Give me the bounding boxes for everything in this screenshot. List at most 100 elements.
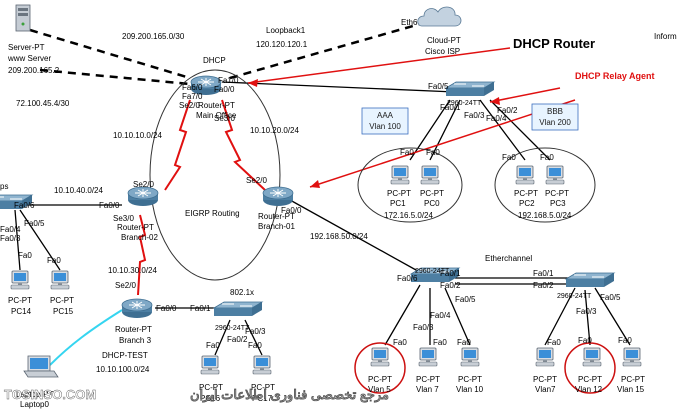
pc0-name: PC0 xyxy=(424,199,440,208)
pc-vlan5-type: PC-PT xyxy=(368,375,392,384)
port-label: Fa0/0 xyxy=(156,304,177,313)
pc2-name: PC2 xyxy=(519,199,535,208)
branch01-type: Router-PT xyxy=(258,212,295,221)
pc-device[interactable] xyxy=(50,270,70,290)
eigrp-label: EIGRP Routing xyxy=(185,209,240,218)
pc-device[interactable] xyxy=(370,347,390,367)
pc-vlan15-type: PC-PT xyxy=(621,375,645,384)
link-main-switch xyxy=(221,81,456,93)
pc16-name: PC16 xyxy=(200,394,221,403)
branch3-type: Router-PT xyxy=(115,325,152,334)
cloud-device[interactable] xyxy=(417,6,462,27)
port-label: Fa1/0 xyxy=(218,76,239,85)
server-ip: 209.200.165.2 xyxy=(8,66,60,75)
lan-aaa-oval xyxy=(357,147,463,223)
branch3-router-device[interactable] xyxy=(121,298,153,319)
loopback-name: Loopback1 xyxy=(266,26,306,35)
port-label: Fa0/2 xyxy=(227,335,248,344)
port-label: Fa0 xyxy=(393,338,407,347)
subnet-192-168-50: 192.168.50.0/24 xyxy=(310,232,368,241)
port-label: Fa0 xyxy=(502,153,516,162)
subnet-wan-top: 209.200.165.0/30 xyxy=(122,32,185,41)
port-label: Se3/0 xyxy=(113,214,134,223)
pc-device[interactable] xyxy=(200,355,220,375)
branch01-name: Branch-01 xyxy=(258,222,295,231)
dot1x-label: 802.1x xyxy=(230,288,254,297)
port-label: Fa0/3 xyxy=(245,327,266,336)
branch01-router-device[interactable] xyxy=(262,186,294,207)
watermark-tagline: مرجع تخصصی فناوری اطلاعات ایران xyxy=(190,387,389,403)
pc-vlan12-type: PC-PT xyxy=(578,375,602,384)
pc0-type: PC-PT xyxy=(420,189,444,198)
port-label: Se3/0 xyxy=(214,114,235,123)
port-label: Fa0/0 xyxy=(214,85,235,94)
pc-device[interactable] xyxy=(390,165,410,185)
vlan-aaa-id: Vlan 100 xyxy=(369,122,401,131)
link-wan-left xyxy=(39,68,191,86)
pc-vlan5-name: Vlan 5 xyxy=(368,385,391,394)
pc-device[interactable] xyxy=(252,355,272,375)
port-label: Se2/0 xyxy=(179,101,200,110)
link-b01-eth1 xyxy=(289,199,426,276)
pc14-name: PC14 xyxy=(11,307,32,316)
laptop-device[interactable] xyxy=(23,355,59,378)
port-label: Fa0 xyxy=(18,251,32,260)
pc3-type: PC-PT xyxy=(545,189,569,198)
port-label: Fa0/2 xyxy=(440,281,461,290)
8021x-switch-model: 2960-24TT xyxy=(215,325,250,332)
pc1-type: PC-PT xyxy=(387,189,411,198)
pc-device[interactable] xyxy=(535,347,555,367)
eth1-switch-model: 2960-24TT xyxy=(415,268,450,275)
watermark-brand: TOSINSO.COM xyxy=(4,387,96,402)
dhcp-relay-annotation: DHCP Relay Agent xyxy=(575,71,655,81)
pc-device[interactable] xyxy=(418,347,438,367)
cloud-port: Eth6 xyxy=(401,18,418,27)
pc-vlan7b-type: PC-PT xyxy=(533,375,557,384)
pc-device[interactable] xyxy=(545,165,565,185)
8021x-switch-device[interactable] xyxy=(213,301,263,317)
dhcp-router-annotation: DHCP Router xyxy=(513,36,595,51)
loopback-ip: 120.120.120.1 xyxy=(256,40,308,49)
subnet-10-100: 10.10.100.0/24 xyxy=(96,365,150,374)
link-8021x-pcs xyxy=(214,319,263,356)
pc-vlan7-name: Vlan 7 xyxy=(416,385,439,394)
server-type: Server-PT xyxy=(8,43,45,52)
port-label: Fa7/0 xyxy=(182,92,203,101)
pc-device[interactable] xyxy=(622,347,642,367)
port-label: Fa6/0 xyxy=(182,83,203,92)
port-label: Fa0/5 xyxy=(24,219,45,228)
main-switch-device[interactable] xyxy=(445,81,495,97)
pc-device[interactable] xyxy=(10,270,30,290)
vlan-bbb-id: Vlan 200 xyxy=(539,118,571,127)
port-label: Fa0/3 xyxy=(464,111,485,120)
vlan-box-aaa: AAA Vlan 100 xyxy=(361,107,409,135)
port-label: Fa0/4 xyxy=(0,225,21,234)
port-label: Fa0/3 xyxy=(576,307,597,316)
port-label: Fa0 xyxy=(206,341,220,350)
pc-vlan10-type: PC-PT xyxy=(458,375,482,384)
port-label: Fa0 xyxy=(433,338,447,347)
branch02-router-device[interactable] xyxy=(127,186,159,207)
pc-device[interactable] xyxy=(515,165,535,185)
link-wireless xyxy=(49,309,123,366)
port-label: Fa0 xyxy=(547,338,561,347)
laptop-type: Laptop-PT xyxy=(16,390,53,399)
port-label: Fa0/6 xyxy=(14,201,35,210)
port-label: Fa0 xyxy=(540,153,554,162)
eth2-switch-device[interactable] xyxy=(565,272,615,288)
server-device[interactable] xyxy=(15,4,31,32)
pc16-type: PC-PT xyxy=(199,383,223,392)
pc-vlan7-type: PC-PT xyxy=(416,375,440,384)
main-router-type: Router-PT xyxy=(198,101,235,110)
pc-vlan12-name: Vlan 12 xyxy=(575,385,603,394)
annotation-arrows xyxy=(247,47,576,188)
link-switch-lans xyxy=(409,99,551,161)
port-label: Fa0/6 xyxy=(397,274,418,283)
pc-device[interactable] xyxy=(460,347,480,367)
pc-device[interactable] xyxy=(582,347,602,367)
pc-device[interactable] xyxy=(420,165,440,185)
port-label: Se2/0 xyxy=(133,180,154,189)
pc-vlan15-name: Vlan 15 xyxy=(617,385,645,394)
